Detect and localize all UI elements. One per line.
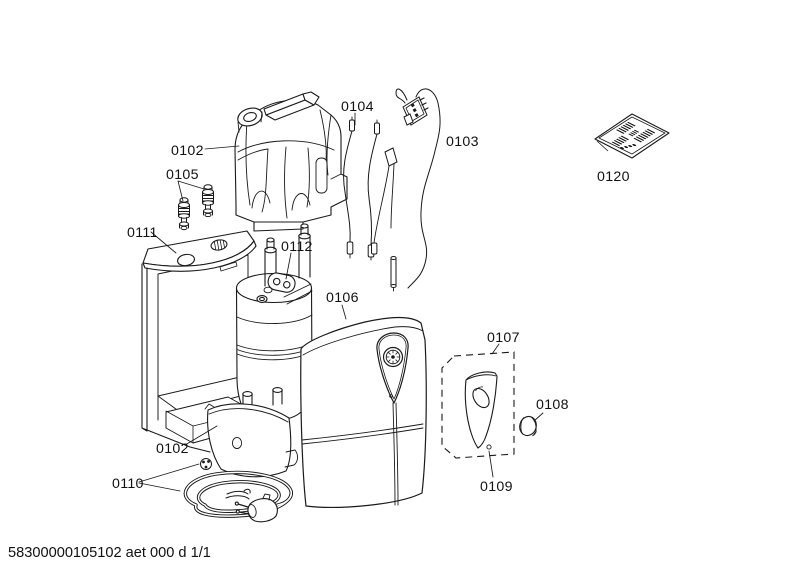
- part-drawing-0109-screw: [486, 444, 492, 450]
- part-drawing-0107-dashed-outline: [441, 351, 515, 459]
- sensor-probe: [390, 256, 397, 292]
- part-drawing-0112-tank: [235, 223, 313, 422]
- part-drawing-0104-wires: [343, 116, 398, 261]
- part-drawing-0103-limiter: [390, 88, 441, 292]
- part-label-0112: 0112: [281, 239, 313, 255]
- cable-grommet: [200, 458, 212, 470]
- part-label-0111: 0111: [127, 225, 158, 241]
- part-drawing-0110-cord-set: [183, 458, 293, 523]
- part-drawing-0120-label-sheet: [594, 113, 670, 159]
- part-drawing-0105-valves: [178, 184, 214, 231]
- part-drawing-0102-bottom-bowl: [204, 403, 298, 478]
- part-label-0105: 0105: [166, 167, 199, 183]
- part-label-0106: 0106: [326, 290, 359, 306]
- document-code: 58300000105102 aet 000 d 1/1: [8, 545, 211, 561]
- part-drawing-0107-trim-panel: [464, 371, 498, 449]
- part-labels: 0102 0105 0111 0112 0104 0103 0120 0106 …: [112, 99, 630, 495]
- part-label-0110: 0110: [112, 476, 144, 492]
- part-label-0107: 0107: [487, 330, 520, 346]
- tank-pipe-left: [264, 237, 277, 287]
- part-label-0103: 0103: [446, 134, 479, 150]
- sheet-marks: [611, 121, 656, 150]
- part-label-0102-bottom: 0102: [156, 441, 189, 457]
- part-label-0104: 0104: [341, 99, 374, 115]
- leader-lines: [138, 112, 544, 492]
- tank-pipe-right: [298, 223, 311, 279]
- part-drawing-0102-top-cover: [234, 91, 348, 232]
- power-plug: [234, 493, 278, 523]
- part-drawing-0108-knob: [519, 415, 537, 437]
- part-label-0109: 0109: [480, 479, 513, 495]
- part-label-0120: 0120: [597, 169, 630, 185]
- tank-top-plate: [267, 272, 296, 293]
- part-label-0102-top: 0102: [171, 143, 204, 159]
- part-drawing-0106-front-cover: [300, 317, 427, 508]
- valve-a: [178, 197, 190, 231]
- valve-b: [202, 184, 214, 218]
- temperature-knob: [382, 346, 404, 368]
- part-label-0108: 0108: [536, 397, 569, 413]
